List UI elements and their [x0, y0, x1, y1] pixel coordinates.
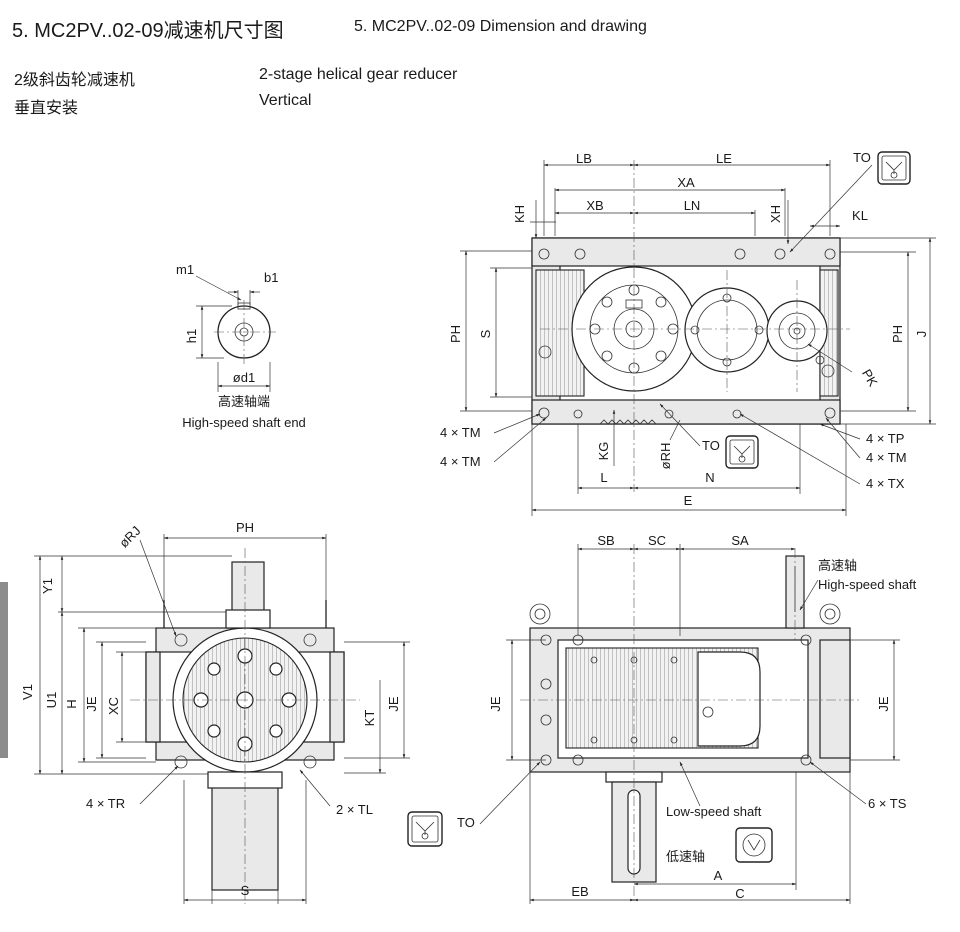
page-title: 5. MC2PV..02-09减速机尺寸图	[12, 20, 284, 42]
shaft-end-detail	[195, 275, 276, 392]
label-h1: h1	[184, 329, 199, 343]
dim-LB: LB	[576, 151, 592, 166]
dim-S-left: S	[478, 329, 493, 338]
dim-4xTM-2: 4 × TM	[440, 454, 481, 469]
dim-4xTP: 4 × TP	[866, 431, 904, 446]
dim-JE-top-right: JE	[876, 696, 891, 712]
dim-V1: V1	[20, 684, 35, 700]
dim-N: N	[705, 470, 714, 485]
dim-TO-top: TO	[853, 150, 871, 165]
dim-E: E	[684, 493, 693, 508]
page-title-en: 5. MC2PV..02-09 Dimension and drawing	[354, 18, 647, 35]
dim-XB: XB	[586, 198, 603, 213]
high-speed-shaft-cn: 高速轴	[818, 558, 857, 573]
dim-H: H	[64, 699, 79, 708]
dim-XH: XH	[768, 205, 783, 223]
rotation-direction-icon	[735, 827, 773, 863]
front-view	[460, 160, 936, 516]
dim-JE-side-left: JE	[84, 696, 99, 712]
dim-RJ: øRJ	[116, 523, 143, 550]
dim-2xTL: 2 × TL	[336, 802, 373, 817]
dim-KG: KG	[596, 442, 611, 461]
dim-JE-top-left: JE	[488, 696, 503, 712]
dim-RH: øRH	[658, 443, 673, 470]
dim-6xTS: 6 × TS	[868, 796, 907, 811]
low-speed-shaft-en: Low-speed shaft	[666, 804, 762, 819]
shaft-end-caption-en: High-speed shaft end	[182, 415, 306, 430]
dim-PH-left: PH	[448, 325, 463, 343]
dim-LN: LN	[684, 198, 701, 213]
label-d1: ød1	[233, 370, 255, 385]
dim-PH-side: PH	[236, 520, 254, 535]
mounting-cn: 垂直安装	[14, 100, 79, 117]
dim-C: C	[735, 886, 744, 901]
dim-Y1: Y1	[40, 578, 55, 594]
oil-filler-icon	[725, 435, 759, 469]
dim-4xTX: 4 × TX	[866, 476, 905, 491]
dim-U1: U1	[44, 692, 59, 709]
side-view	[34, 534, 410, 904]
dim-TO-mid: TO	[702, 438, 720, 453]
dim-TO-bottom: TO	[457, 815, 475, 830]
label-b1: b1	[264, 270, 278, 285]
dim-S-side: S	[241, 883, 250, 898]
shaft-end-caption-cn: 高速轴端	[218, 394, 270, 409]
dim-PH-right: PH	[890, 325, 905, 343]
low-speed-shaft-cn: 低速轴	[666, 849, 705, 864]
dim-PK: PK	[859, 366, 881, 389]
dim-XA: XA	[677, 175, 695, 190]
dim-4xTM-1: 4 × TM	[440, 425, 481, 440]
reducer-type-en: 2-stage helical gear reducer	[259, 66, 458, 83]
dim-4xTM-3: 4 × TM	[866, 450, 907, 465]
mounting-en: Vertical	[259, 92, 312, 109]
dim-KT: KT	[362, 710, 377, 727]
dim-XC: XC	[106, 697, 121, 715]
dim-4xTR: 4 × TR	[86, 796, 125, 811]
oil-filler-icon	[407, 811, 443, 847]
label-m1: m1	[176, 262, 194, 277]
section-tab	[0, 582, 8, 758]
top-view	[479, 544, 900, 904]
dim-EB: EB	[571, 884, 588, 899]
dim-LE: LE	[716, 151, 732, 166]
reducer-type-cn: 2级斜齿轮减速机	[14, 72, 135, 89]
dim-SB: SB	[597, 533, 614, 548]
dim-A: A	[714, 868, 723, 883]
dim-L: L	[600, 470, 607, 485]
dim-KL: KL	[852, 208, 868, 223]
high-speed-shaft-en: High-speed shaft	[818, 577, 917, 592]
dim-J: J	[914, 331, 929, 338]
dim-SC: SC	[648, 533, 666, 548]
dim-SA: SA	[731, 533, 749, 548]
oil-filler-icon	[877, 151, 911, 185]
dim-KH: KH	[512, 205, 527, 223]
dim-JE-side-right: JE	[386, 696, 401, 712]
